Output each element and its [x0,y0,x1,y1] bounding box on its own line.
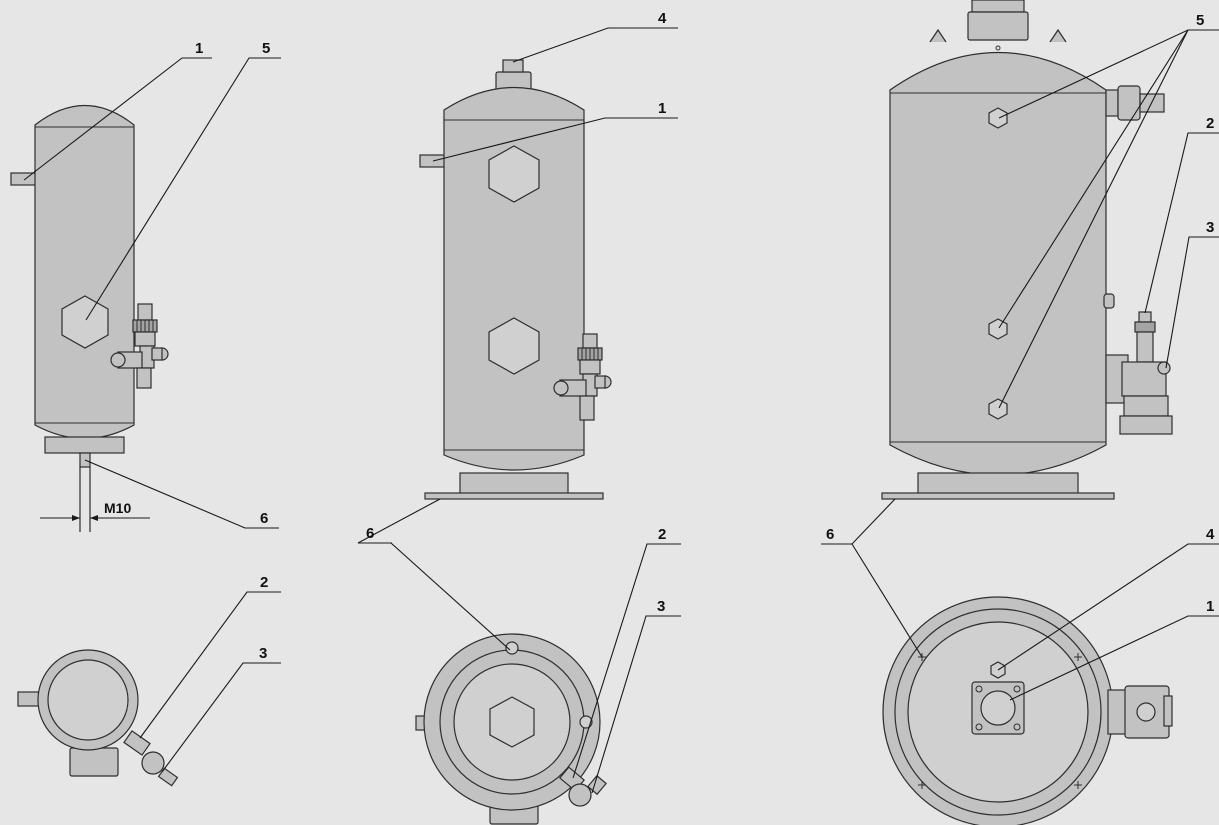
service-valve [110,303,169,389]
thread-dimension-label: M10 [104,500,131,516]
valve-top [558,766,607,807]
valve-top [123,730,179,787]
callout-3: 3 [1206,219,1214,236]
upper-fitting [1105,85,1165,121]
large-vessel-side-view [881,0,1173,500]
callout-2: 2 [1206,115,1214,132]
medium-vessel-side-view [419,59,612,500]
base-foot [44,436,125,454]
large-vessel-top-view [882,596,1173,825]
callout-6: 6 [826,526,834,543]
callout-6: 6 [260,510,268,527]
vessel-body [443,87,585,471]
callout-1: 1 [658,100,666,117]
vessel-body [34,105,135,439]
callout-labels: 1 5 6 2 3 4 1 6 2 3 5 2 3 6 4 1 [195,10,1215,662]
callout-5: 5 [1196,12,1204,29]
service-valve [553,333,612,421]
callout-4: 4 [1206,526,1215,543]
callout-3: 3 [657,598,665,615]
hex-plug [61,295,109,349]
callout-5: 5 [262,40,270,57]
callout-4: 4 [658,10,667,27]
service-valve [1105,311,1173,435]
small-vessel-top-view [17,649,179,787]
callout-1: 1 [1206,598,1214,615]
medium-vessel-top-view [415,633,607,825]
leader-lines [23,27,1219,794]
callout-2: 2 [260,574,268,591]
callout-2: 2 [658,526,666,543]
side-stub-pipe [10,172,38,186]
callout-3: 3 [259,645,267,662]
valve-top [1107,685,1173,739]
callout-6: 6 [366,525,374,542]
callout-1: 1 [195,40,203,57]
small-vessel-side-view: M10 [10,105,169,532]
vessel-body [889,51,1107,476]
